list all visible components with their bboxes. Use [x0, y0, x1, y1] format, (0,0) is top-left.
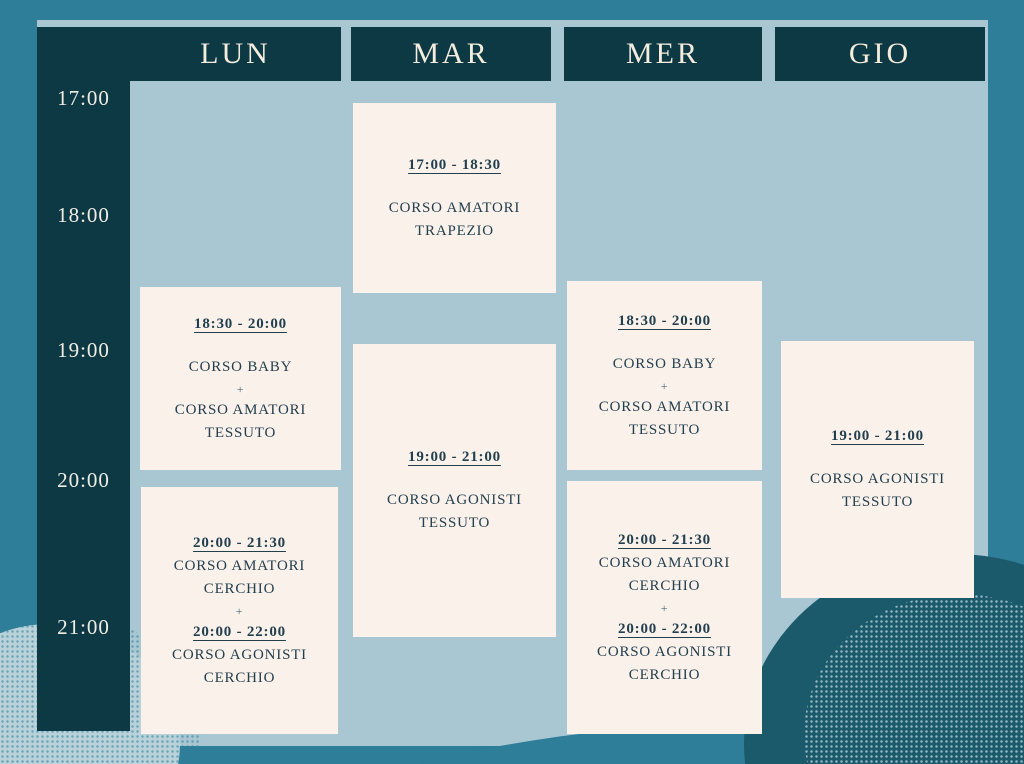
event-time: 17:00 - 18:30: [408, 156, 501, 173]
event-time: 20:00 - 21:30: [618, 531, 711, 548]
event-title: CORSO AGONISTI CERCHIO: [172, 646, 307, 686]
event-card-lun-cerchio: 20:00 - 21:30 CORSO AMATORI CERCHIO + 20…: [141, 487, 338, 734]
event-title: CORSO BABY: [188, 358, 293, 375]
event-title: CORSO AMATORI TESSUTO: [174, 401, 307, 441]
time-label-2100: 21:00: [57, 615, 110, 639]
time-label-2000: 20:00: [57, 468, 110, 492]
event-time: 19:00 - 21:00: [831, 428, 924, 444]
time-label-1900: 19:00: [57, 338, 110, 362]
event-card-mer-cerchio: 20:00 - 21:30 CORSO AMATORI CERCHIO + 20…: [567, 481, 762, 734]
time-label-1800: 18:00: [57, 203, 110, 227]
event-title: CORSO AGONISTI TESSUTO: [387, 492, 522, 531]
day-header-mar: MAR: [351, 27, 551, 81]
event-title: CORSO AMATORI CERCHIO: [598, 554, 731, 594]
event-card-gio-agonisti-tessuto: 19:00 - 21:00 CORSO AGONISTI TESSUTO: [781, 341, 974, 598]
day-header-gio: GIO: [775, 27, 985, 81]
event-time: 18:30 - 20:00: [618, 312, 711, 329]
day-header-lun: LUN: [130, 27, 341, 81]
plus-separator: +: [660, 600, 669, 615]
event-title: CORSO AGONISTI TESSUTO: [810, 471, 945, 510]
event-time: 18:30 - 20:00: [194, 315, 287, 332]
event-title: CORSO AMATORI TRAPEZIO: [388, 199, 521, 239]
day-header-mer: MER: [564, 27, 762, 81]
event-card-mer-baby-tessuto: 18:30 - 20:00 CORSO BABY + CORSO AMATORI…: [567, 281, 762, 470]
plus-separator: +: [660, 378, 669, 393]
plus-separator: +: [235, 603, 244, 618]
event-card-lun-baby-tessuto: 18:30 - 20:00 CORSO BABY + CORSO AMATORI…: [140, 287, 341, 470]
event-time: 20:00 - 22:00: [618, 620, 711, 637]
event-title: CORSO AMATORI TESSUTO: [598, 398, 731, 438]
event-time: 20:00 - 21:30: [193, 534, 286, 551]
event-time: 20:00 - 22:00: [193, 623, 286, 640]
time-label-1700: 17:00: [57, 86, 110, 110]
event-card-mar-agonisti-tessuto: 19:00 - 21:00 CORSO AGONISTI TESSUTO: [353, 344, 556, 637]
event-title: CORSO AMATORI CERCHIO: [173, 557, 306, 597]
event-title: CORSO BABY: [612, 355, 717, 372]
time-axis-rail: 17:00 18:00 19:00 20:00 21:00: [37, 27, 130, 731]
plus-separator: +: [236, 381, 245, 396]
event-time: 19:00 - 21:00: [408, 449, 501, 465]
event-card-mar-trapezio: 17:00 - 18:30 CORSO AMATORI TRAPEZIO: [353, 103, 556, 293]
event-title: CORSO AGONISTI CERCHIO: [597, 643, 732, 683]
